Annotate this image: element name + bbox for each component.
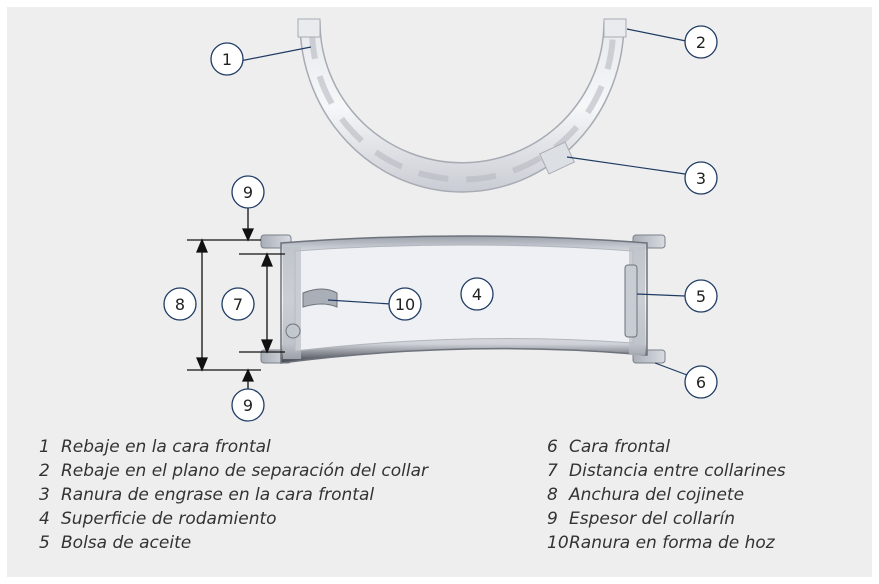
- legend-text: Anchura del cojinete: [569, 485, 745, 505]
- legend-item: 5 Bolsa de aceite: [39, 531, 428, 555]
- diagram-panel: 1 2 3 9 8 7 10 4: [7, 7, 872, 577]
- legend-number: 6: [547, 437, 558, 457]
- legend-text: Distancia entre collarines: [569, 461, 786, 481]
- legend-text: Ranura de engrase en la cara frontal: [61, 485, 375, 505]
- legend-item: 7 Distancia entre collarines: [547, 459, 786, 483]
- svg-text:9: 9: [243, 396, 253, 415]
- svg-text:5: 5: [696, 287, 706, 306]
- callout-3: 3: [684, 161, 718, 195]
- legend-text: Rebaje en el plano de separación del col…: [61, 461, 429, 481]
- callout-2: 2: [684, 25, 718, 59]
- legend-right: 6 Cara frontal 7 Distancia entre collarine…: [547, 435, 786, 555]
- legend-item: 4 Superficie de rodamiento: [39, 507, 428, 531]
- legend-number: 8: [547, 485, 558, 505]
- legend-item: 3 Ranura de engrase en la cara frontal: [39, 483, 428, 507]
- svg-text:9: 9: [243, 183, 253, 202]
- legend-text: Ranura en forma de hoz: [569, 533, 775, 553]
- callout-8: 8: [163, 287, 197, 321]
- svg-text:1: 1: [222, 50, 232, 69]
- legend-text: Cara frontal: [569, 437, 671, 457]
- svg-text:8: 8: [175, 295, 185, 314]
- callout-7: 7: [221, 287, 255, 321]
- legend-number: 3: [39, 485, 50, 505]
- legend-text: Bolsa de aceite: [61, 533, 192, 553]
- svg-text:2: 2: [696, 33, 706, 52]
- callout-9-bottom: 9: [231, 388, 265, 422]
- callout-9-top: 9: [231, 175, 265, 209]
- svg-text:4: 4: [472, 285, 482, 304]
- svg-text:3: 3: [696, 169, 706, 188]
- half-ring-bearing: [297, 18, 627, 193]
- legend-item: 9 Espesor del collarín: [547, 507, 786, 531]
- legend-text: Rebaje en la cara frontal: [61, 437, 271, 457]
- callout-4: 4: [460, 277, 494, 311]
- callout-6: 6: [684, 365, 718, 399]
- bearing-diagram: 1 2 3 9 8 7 10 4: [163, 18, 718, 422]
- legend-number: 9: [547, 509, 558, 529]
- callout-5: 5: [684, 279, 718, 313]
- dimension-lines: [187, 203, 285, 389]
- leader-lines: [239, 28, 688, 376]
- legend-item: 2 Rebaje en el plano de separación del co…: [39, 459, 428, 483]
- legend-text: Espesor del collarín: [569, 509, 735, 529]
- svg-text:7: 7: [233, 295, 243, 314]
- legend-number: 2: [39, 461, 50, 481]
- callout-10: 10: [388, 287, 422, 321]
- svg-text:10: 10: [395, 295, 415, 314]
- legend-number: 7: [547, 461, 558, 481]
- legend-item: 8 Anchura del cojinete: [547, 483, 786, 507]
- legend-text: Superficie de rodamiento: [61, 509, 277, 529]
- legend-number: 4: [39, 509, 50, 529]
- legend-item: 6 Cara frontal: [547, 435, 786, 459]
- shell-bearing: [260, 234, 666, 364]
- legend-number: 1: [39, 437, 50, 457]
- legend-item: 1 Rebaje en la cara frontal: [39, 435, 428, 459]
- legend-number: 10: [547, 533, 569, 553]
- legend-number: 5: [39, 533, 50, 553]
- svg-text:6: 6: [696, 373, 706, 392]
- legend-left: 1 Rebaje en la cara frontal 2 Rebaje en el…: [39, 435, 428, 555]
- callout-1: 1: [210, 42, 244, 76]
